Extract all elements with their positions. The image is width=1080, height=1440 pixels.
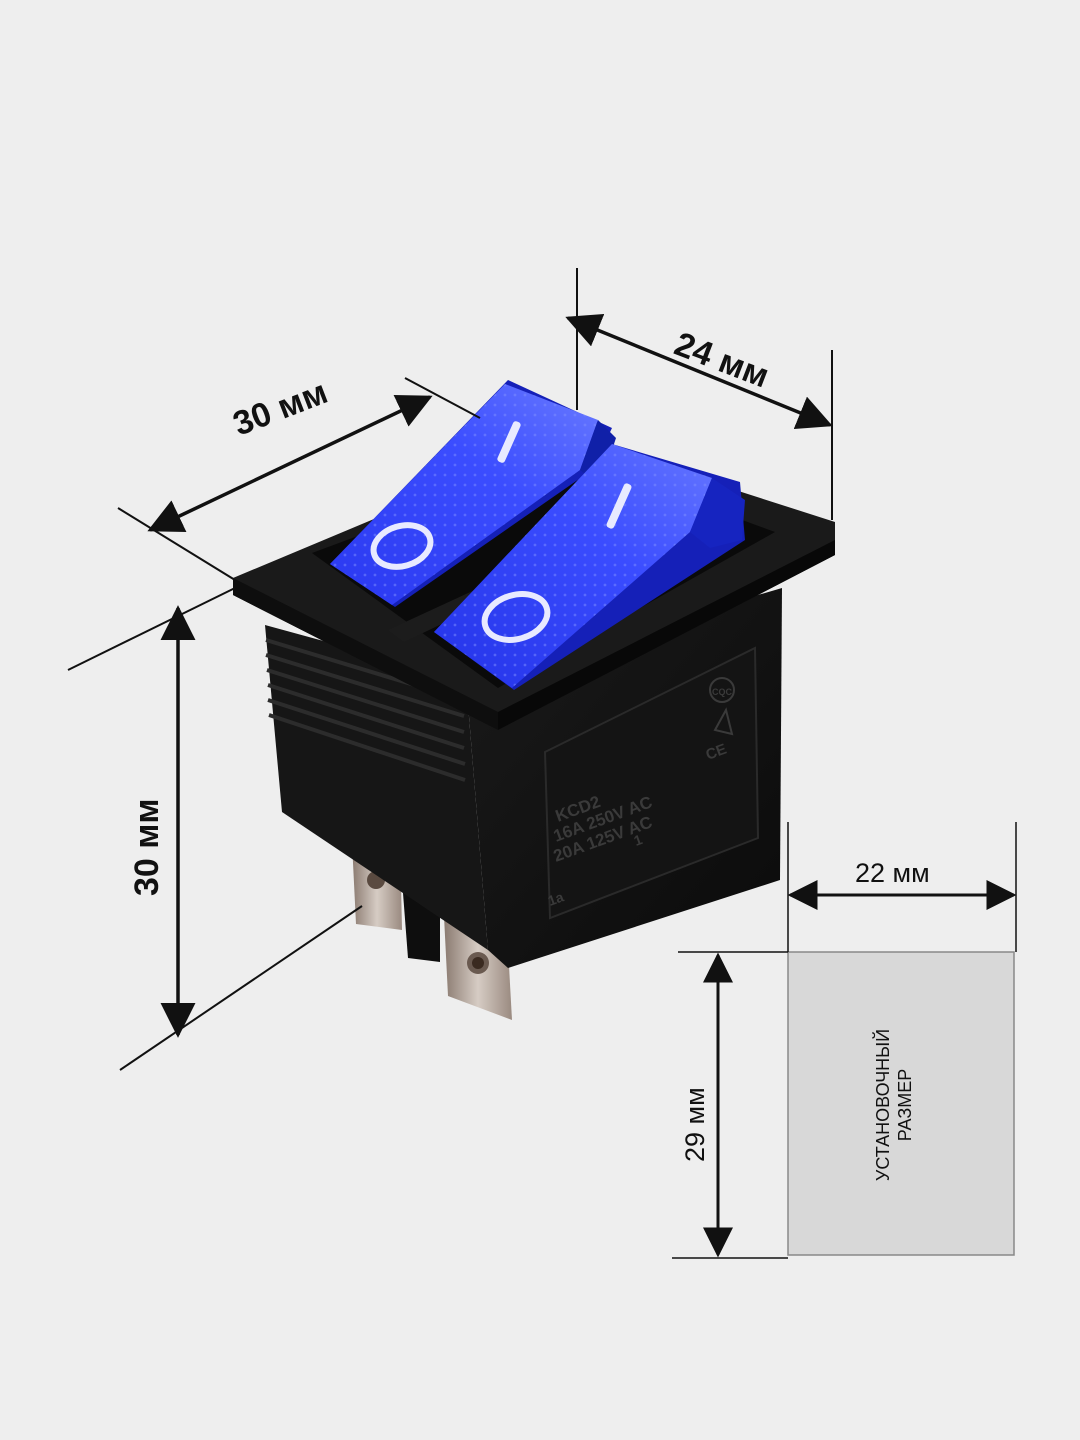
dim-arrow-top-left xyxy=(147,394,433,533)
cutout-label: УСТАНОВОЧНЫЙ РАЗМЕР xyxy=(872,1015,916,1195)
rocker-1-on-symbol xyxy=(497,421,521,463)
cutout-label-line1: УСТАНОВОЧНЫЙ xyxy=(873,1028,893,1182)
cutout-rectangle xyxy=(787,951,1015,1256)
dimension-label-cutout-width: 22 мм xyxy=(855,858,930,888)
housing-markings: KCD2 16A 250V AC 20A 125V AC 1 1a CQC CE xyxy=(546,677,735,909)
dimension-lines xyxy=(67,268,833,1071)
rocker-2-on-symbol xyxy=(606,483,632,529)
warning-triangle-icon xyxy=(713,707,734,736)
ce-mark: CE xyxy=(704,741,729,764)
cutout-diagram xyxy=(672,822,1017,1259)
svg-text:CQC: CQC xyxy=(712,687,733,697)
dim-arrow-top-right xyxy=(565,313,833,430)
rocker-2-off-symbol xyxy=(481,591,551,643)
cutout-label-line2: РАЗМЕР xyxy=(895,1068,915,1142)
rocker-switch-1 xyxy=(330,380,616,607)
dimension-label-height: 30 мм xyxy=(128,798,166,896)
cqc-mark: CQC xyxy=(709,677,735,703)
marking-terminal-1a: 1a xyxy=(546,888,566,908)
rocker-switch-2 xyxy=(434,444,745,690)
dimension-label-cutout-height: 29 мм xyxy=(680,1087,710,1162)
